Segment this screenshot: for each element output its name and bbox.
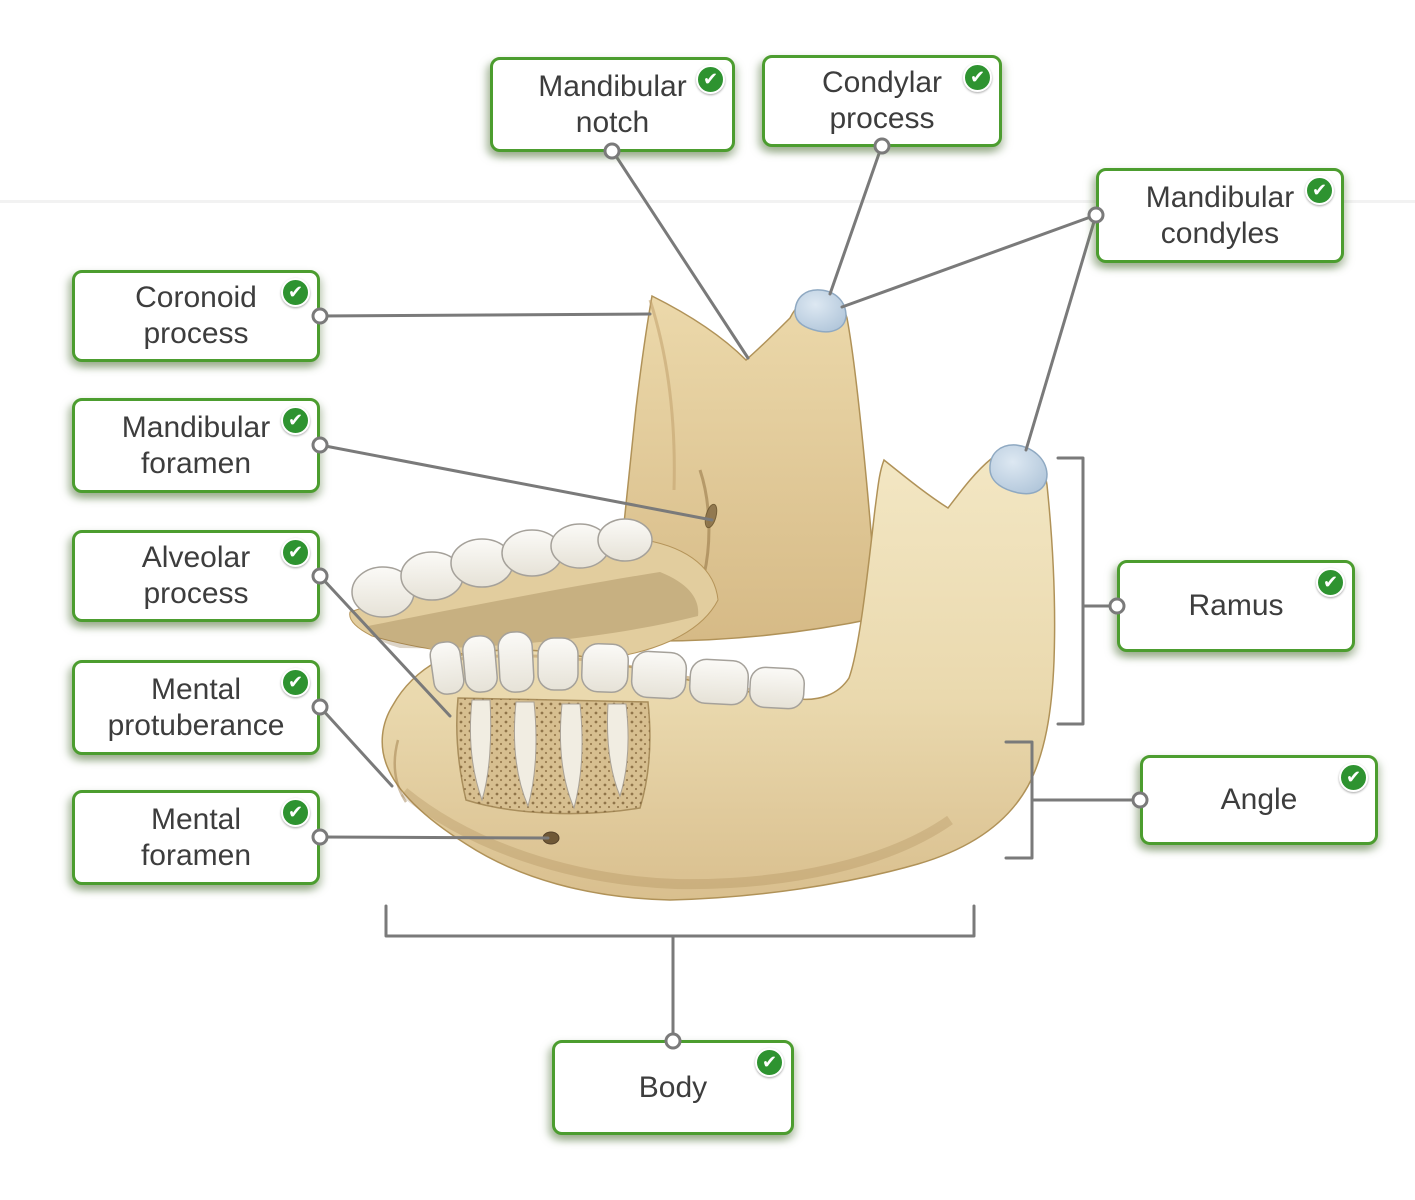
mouth-shadow — [368, 572, 699, 649]
connector-dot-coronoid-process — [311, 307, 329, 325]
label-text: Coronoid process — [135, 281, 257, 350]
check-icon: ✔ — [1339, 763, 1368, 792]
label-text: Angle — [1220, 783, 1298, 816]
connector-dot-angle — [1131, 791, 1149, 809]
label-text: Mandibular foramen — [121, 410, 271, 480]
far-ramus-ridge-shading — [648, 299, 676, 491]
label-coronoid-process[interactable]: Coronoid process ✔ — [72, 270, 320, 362]
label-mental-foramen[interactable]: Mental foramen ✔ — [72, 790, 320, 885]
label-angle[interactable]: Angle ✔ — [1140, 755, 1378, 845]
connector-dot-mental-protuberance — [311, 698, 329, 716]
leader-mandibular-notch — [610, 148, 750, 360]
leader-mental-foramen — [318, 835, 550, 840]
label-text: Mandibular notch — [538, 69, 687, 139]
connector-dot-mandibular-foramen — [311, 436, 329, 454]
check-icon: ✔ — [281, 278, 310, 307]
check-icon: ✔ — [1305, 176, 1334, 205]
label-text: Mandibular condyles — [1145, 180, 1295, 250]
mandibular-foramen-mark — [704, 503, 718, 529]
label-text: Mental protuberance — [107, 672, 285, 742]
mandible-illustration — [349, 289, 1056, 901]
spongy-bone-stipple — [456, 698, 650, 814]
bracket-ramus — [1056, 456, 1085, 726]
label-mental-protuberance[interactable]: Mental protuberance ✔ — [72, 660, 320, 755]
leader-lines — [318, 143, 1142, 1042]
check-icon: ✔ — [755, 1048, 784, 1077]
near-teeth — [429, 631, 805, 710]
label-text: Ramus — [1188, 589, 1284, 622]
connector-dot-mandibular-condyles — [1087, 206, 1105, 224]
check-icon: ✔ — [281, 798, 310, 827]
leader-mandibular-condyles-near — [1024, 213, 1098, 452]
connector-dot-mental-foramen — [311, 828, 329, 846]
far-teeth — [351, 518, 653, 618]
label-text: Alveolar process — [141, 541, 251, 610]
near-condyle-cap — [989, 444, 1048, 495]
check-icon: ✔ — [1316, 568, 1345, 597]
leader-mandibular-foramen — [318, 443, 714, 522]
leader-condylar-process — [828, 143, 884, 296]
label-ramus[interactable]: Ramus ✔ — [1117, 560, 1355, 652]
label-alveolar-process[interactable]: Alveolar process ✔ — [72, 530, 320, 622]
chin-crease — [393, 739, 408, 803]
leader-mandibular-condyles-far — [840, 213, 1098, 309]
background-divider — [0, 200, 1415, 203]
leader-coronoid-process — [318, 312, 652, 318]
connector-dot-condylar-process — [873, 137, 891, 155]
label-text: Mental foramen — [140, 802, 252, 872]
check-icon: ✔ — [696, 65, 725, 94]
check-icon: ✔ — [281, 406, 310, 435]
connector-dot-alveolar-process — [311, 567, 329, 585]
connector-dot-mandibular-notch — [603, 142, 621, 160]
label-text: Condylar process — [821, 66, 943, 135]
label-mandibular-notch[interactable]: Mandibular notch ✔ — [490, 57, 735, 152]
leader-mental-protuberance — [318, 705, 394, 788]
connector-dot-body — [664, 1032, 682, 1050]
leader-alveolar-process — [318, 574, 452, 718]
check-icon: ✔ — [281, 668, 310, 697]
check-icon: ✔ — [281, 538, 310, 567]
bracket-body — [384, 904, 976, 938]
check-icon: ✔ — [963, 63, 992, 92]
label-body[interactable]: Body ✔ — [552, 1040, 794, 1135]
bracket-angle — [1004, 740, 1034, 860]
connector-dot-ramus — [1108, 597, 1126, 615]
label-text: Body — [638, 1070, 708, 1104]
label-mandibular-condyles[interactable]: Mandibular condyles ✔ — [1096, 168, 1344, 263]
far-condyle-cap — [794, 289, 847, 333]
tooth-roots — [469, 699, 629, 810]
label-mandibular-foramen[interactable]: Mandibular foramen ✔ — [72, 398, 320, 493]
label-condylar-process[interactable]: Condylar process ✔ — [762, 55, 1002, 147]
